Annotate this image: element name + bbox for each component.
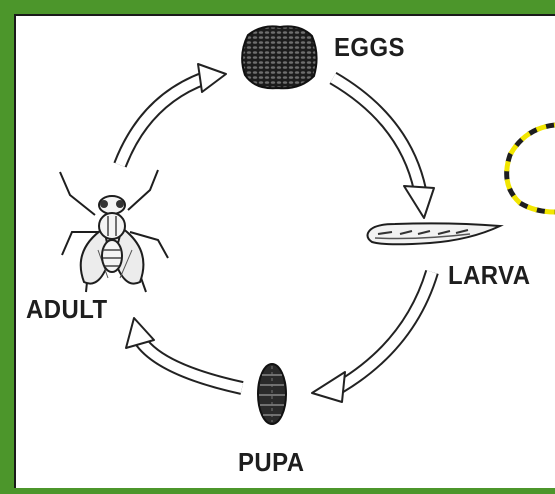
arrow-pupa-to-adult [126, 318, 242, 388]
larva-label: LARVA [448, 260, 530, 291]
larva-icon [368, 223, 501, 244]
pupa-label: PUPA [238, 447, 305, 478]
adult-fly-icon [60, 170, 168, 292]
pupa-icon [258, 364, 286, 424]
arrow-eggs-to-larva [333, 78, 434, 218]
adult-label: ADULT [26, 294, 108, 325]
eggs-icon [242, 26, 316, 88]
yellow-dashed-highlight [507, 125, 555, 212]
eggs-label: EGGS [334, 32, 405, 63]
arrow-larva-to-pupa [312, 272, 432, 402]
arrow-adult-to-eggs [120, 64, 226, 165]
